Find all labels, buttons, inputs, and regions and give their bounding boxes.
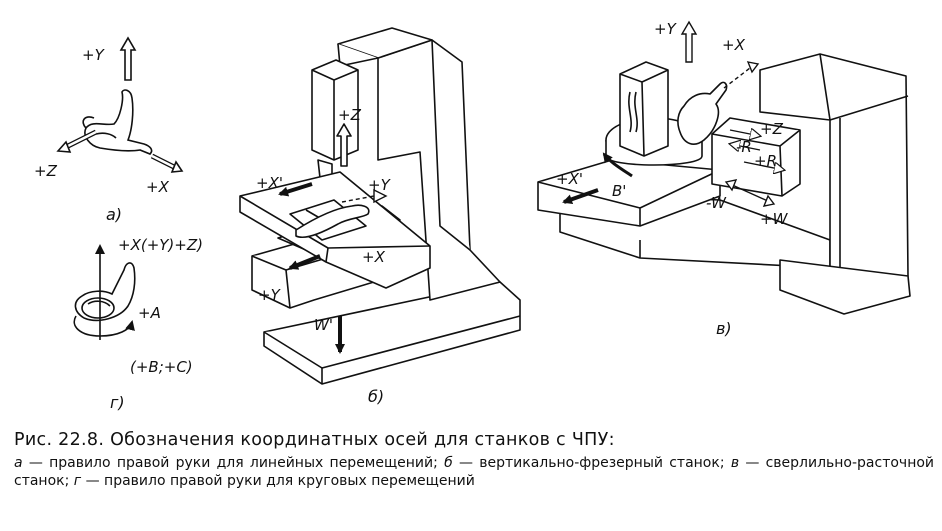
figure-illustration: +Y +Z +X а) +X(+Y)+Z) +A (+B;+C) г) [34, 20, 911, 412]
arrow-x-prime-icon [278, 182, 313, 197]
panel-a-right-hand-rule [56, 36, 184, 173]
panel-b-vertical-milling-machine [239, 27, 521, 385]
label-v-plus-y: +Y [654, 20, 678, 38]
label-b-plus-x: +X [362, 248, 386, 266]
label-a-plus-z: +Z [34, 162, 58, 180]
arrow-w-icon [729, 183, 771, 203]
caption-item-g-text: — правило правой руки для круговых перем… [81, 473, 475, 489]
arrow-x-prime-v-icon [562, 188, 599, 205]
label-b-plus-y-knee: +Y [258, 286, 282, 304]
arrow-x-v-icon [746, 61, 760, 74]
caption-item-a-letter: а [14, 455, 23, 471]
label-v-plus-x: +X [722, 36, 746, 54]
rotation-b-prime-icon [602, 152, 633, 178]
arrow-r-minus-icon [730, 144, 761, 150]
arrow-y-up-icon [119, 36, 137, 81]
label-b-plus-x-prime: +X' [256, 174, 283, 192]
label-b-plus-y-top: +Y [368, 176, 392, 194]
arrow-y-v-icon [680, 20, 698, 63]
label-v-plus-x-prime: +X' [556, 170, 583, 188]
caption-item-v-letter: в [730, 455, 740, 471]
caption-item-b-text: — вертикально-фрезерный станок; [452, 455, 731, 471]
sublabel-a: а) [106, 205, 122, 224]
caption-body: а — правило правой руки для линейных пер… [14, 454, 934, 490]
label-a-plus-x: +X [146, 178, 170, 196]
rotation-arrow-icon [73, 315, 135, 337]
hand-sketch [84, 89, 153, 155]
sublabel-v: в) [716, 319, 732, 338]
arrow-y-knee-icon [288, 254, 321, 270]
arrow-y-top-icon [373, 188, 388, 204]
caption-item-a-text: — правило правой руки для линейных перем… [22, 455, 445, 471]
workpiece [619, 61, 669, 157]
label-b-plus-z: +Z [338, 106, 362, 124]
label-v-b-prime: B' [612, 182, 626, 200]
arrow-r-plus-icon [743, 161, 784, 170]
panel-g-rotation-rule [73, 244, 136, 340]
label-a-plus-y: +Y [82, 46, 106, 64]
arrow-z-v-icon [729, 130, 760, 136]
label-v-plus-z: +Z [760, 120, 784, 138]
caption-item-b-letter: б [444, 455, 453, 471]
label-v-r-plus: +R [754, 152, 777, 170]
sublabel-g: г) [110, 393, 125, 412]
figure-caption: Рис. 22.8. Обозначения координатных осей… [14, 428, 934, 490]
sublabel-b: б) [368, 387, 384, 406]
label-v-r-minus: -R [736, 138, 752, 156]
grip-hand-sketch [74, 262, 136, 322]
label-g-plus-a: +A [138, 304, 161, 322]
arrow-z-up-icon [336, 123, 352, 167]
label-v-w-plus: +W [760, 210, 789, 228]
hand-sketch-v [677, 81, 728, 145]
caption-title: Рис. 22.8. Обозначения координатных осей… [14, 430, 615, 450]
caption-item-v-text: — сверлильно-расточной станок; [14, 455, 935, 489]
label-v-w-minus: -W [706, 194, 727, 212]
label-g-bc: (+B;+C) [130, 358, 193, 376]
caption-item-g-letter: г [73, 473, 82, 489]
panel-v-drilling-boring-machine [537, 53, 911, 315]
label-b-w-prime: W' [314, 316, 333, 334]
label-g-top: +X(+Y)+Z) [118, 236, 203, 254]
